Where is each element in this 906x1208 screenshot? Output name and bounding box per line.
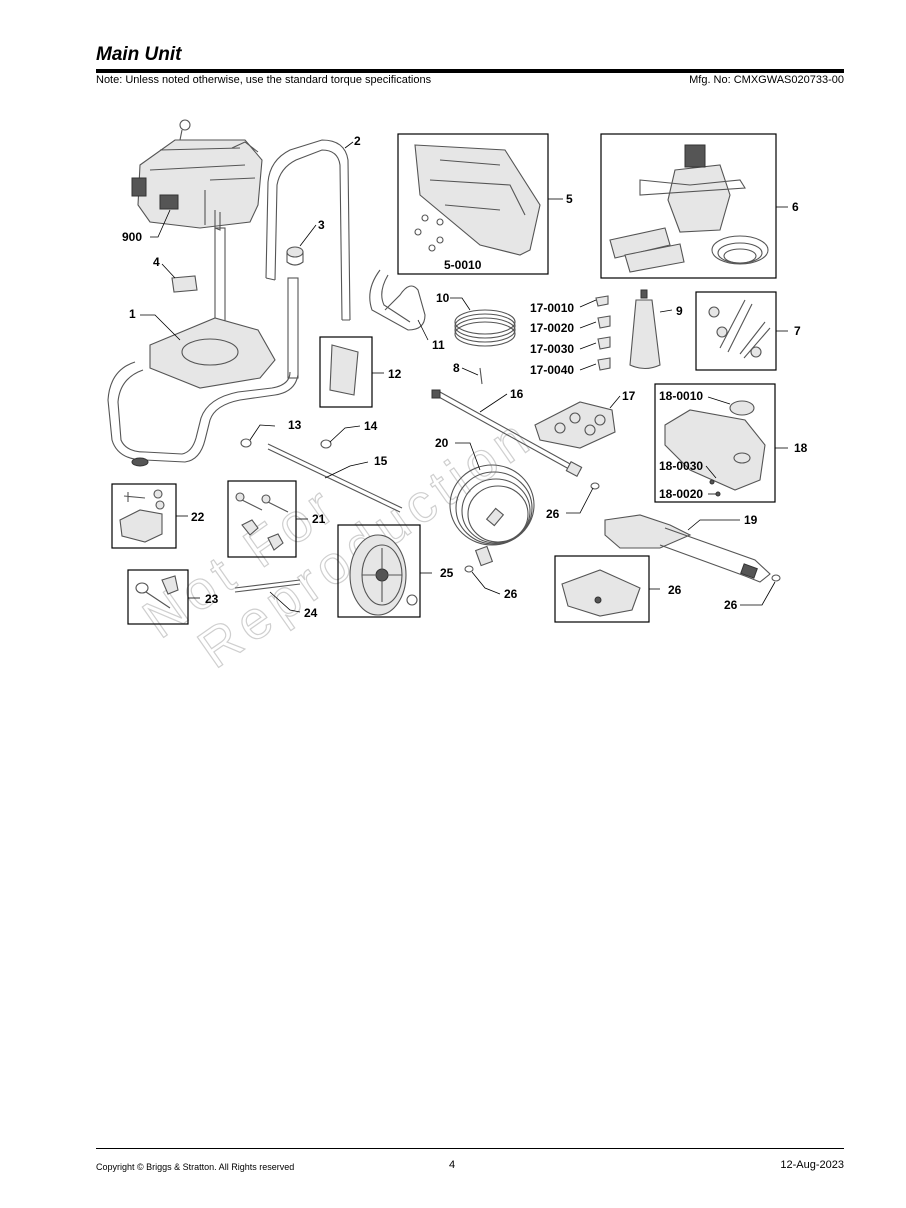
bracket-11-illustration [369, 269, 426, 331]
box-18 [654, 383, 776, 503]
callout-13: 13 [288, 418, 302, 432]
engine-illustration [131, 119, 263, 231]
nozzle-holder-17-illustration [534, 401, 616, 449]
tank-18-illustration [664, 400, 766, 497]
decal-12-illustration [329, 344, 359, 396]
callout-8: 8 [453, 361, 460, 375]
callout-15: 15 [374, 454, 388, 468]
wand-16-illustration [431, 389, 583, 477]
pin-8-illustration [479, 367, 483, 385]
callout-6: 6 [792, 200, 799, 214]
callout-10: 10 [436, 291, 450, 305]
header-rule [96, 69, 844, 73]
callout-16: 16 [510, 387, 524, 401]
callout-17-0020: 17-0020 [530, 321, 574, 335]
cap-3-illustration [286, 246, 304, 266]
callout-23: 23 [205, 592, 219, 606]
callout-19: 19 [744, 513, 758, 527]
callout-5-0010: 5-0010 [444, 258, 482, 272]
page-title: Main Unit [96, 44, 182, 65]
callout-26-a: 26 [546, 507, 560, 521]
callout-labels: 900 2 5 6 3 4 5-0010 1 10 17-0010 9 7 17… [122, 134, 808, 620]
document-date: 12-Aug-2023 [780, 1159, 844, 1171]
callout-18-0030: 18-0030 [659, 459, 703, 473]
callout-14: 14 [364, 419, 378, 433]
box-23 [127, 569, 189, 625]
callout-5: 5 [566, 192, 573, 206]
callout-1: 1 [129, 307, 136, 321]
callout-2: 2 [354, 134, 361, 148]
callout-3: 3 [318, 218, 325, 232]
callout-17-0040: 17-0040 [530, 363, 574, 377]
label-4-illustration [171, 275, 198, 293]
gun-19-illustration [604, 514, 771, 583]
callout-24: 24 [304, 606, 318, 620]
screw-24-illustration [234, 579, 301, 593]
box-5 [397, 133, 549, 275]
callout-22: 22 [191, 510, 205, 524]
callout-17-0030: 17-0030 [530, 342, 574, 356]
callout-900: 900 [122, 230, 142, 244]
pump-illustration [609, 144, 769, 273]
box-25 [337, 524, 421, 618]
callout-18: 18 [794, 441, 808, 455]
box-6 [600, 133, 777, 279]
knob-21-illustration [235, 492, 289, 551]
washer-26-illustrations [464, 482, 781, 582]
callout-18-0010: 18-0010 [659, 389, 703, 403]
bolts-7-illustration [708, 299, 771, 359]
control-panel-illustration [414, 144, 541, 256]
bolt-23-illustration [135, 575, 179, 609]
footer-rule [96, 1148, 844, 1149]
handle-illustration [265, 139, 351, 321]
fittings-17-illustration [595, 295, 611, 371]
torque-note: Note: Unless noted otherwise, use the st… [96, 74, 432, 86]
box-12 [319, 336, 373, 408]
hose-20-illustration [449, 464, 535, 567]
callout-4: 4 [153, 255, 160, 269]
callout-26-b: 26 [504, 587, 518, 601]
callout-21: 21 [312, 512, 326, 526]
box-7 [695, 291, 777, 371]
leader-lines [140, 141, 788, 613]
callout-18-0020: 18-0020 [659, 487, 703, 501]
bottle-9-illustration [629, 289, 661, 370]
hose-10-illustration [454, 309, 516, 347]
washer-14-illustration [320, 439, 332, 449]
callout-12: 12 [388, 367, 402, 381]
callout-17: 17 [622, 389, 636, 403]
callout-20: 20 [435, 436, 449, 450]
callout-26-c: 26 [668, 583, 682, 597]
callout-26-d: 26 [724, 598, 738, 612]
page-number: 4 [449, 1159, 456, 1171]
callout-25: 25 [440, 566, 454, 580]
frame-illustration [107, 227, 299, 467]
callout-17-0010: 17-0010 [530, 301, 574, 315]
wheel-25-illustration [349, 534, 418, 616]
callout-9: 9 [676, 304, 683, 318]
foot-22-illustration [119, 489, 165, 543]
axle-15-illustration [267, 443, 403, 513]
copyright-notice: Copyright © Briggs & Stratton. All Right… [96, 1162, 295, 1172]
callout-7: 7 [794, 324, 801, 338]
tray-26-illustration [561, 569, 641, 617]
mfg-number: Mfg. No: CMXGWAS020733-00 [689, 74, 844, 86]
washer-13-illustration [240, 438, 252, 448]
callout-11: 11 [432, 338, 445, 352]
